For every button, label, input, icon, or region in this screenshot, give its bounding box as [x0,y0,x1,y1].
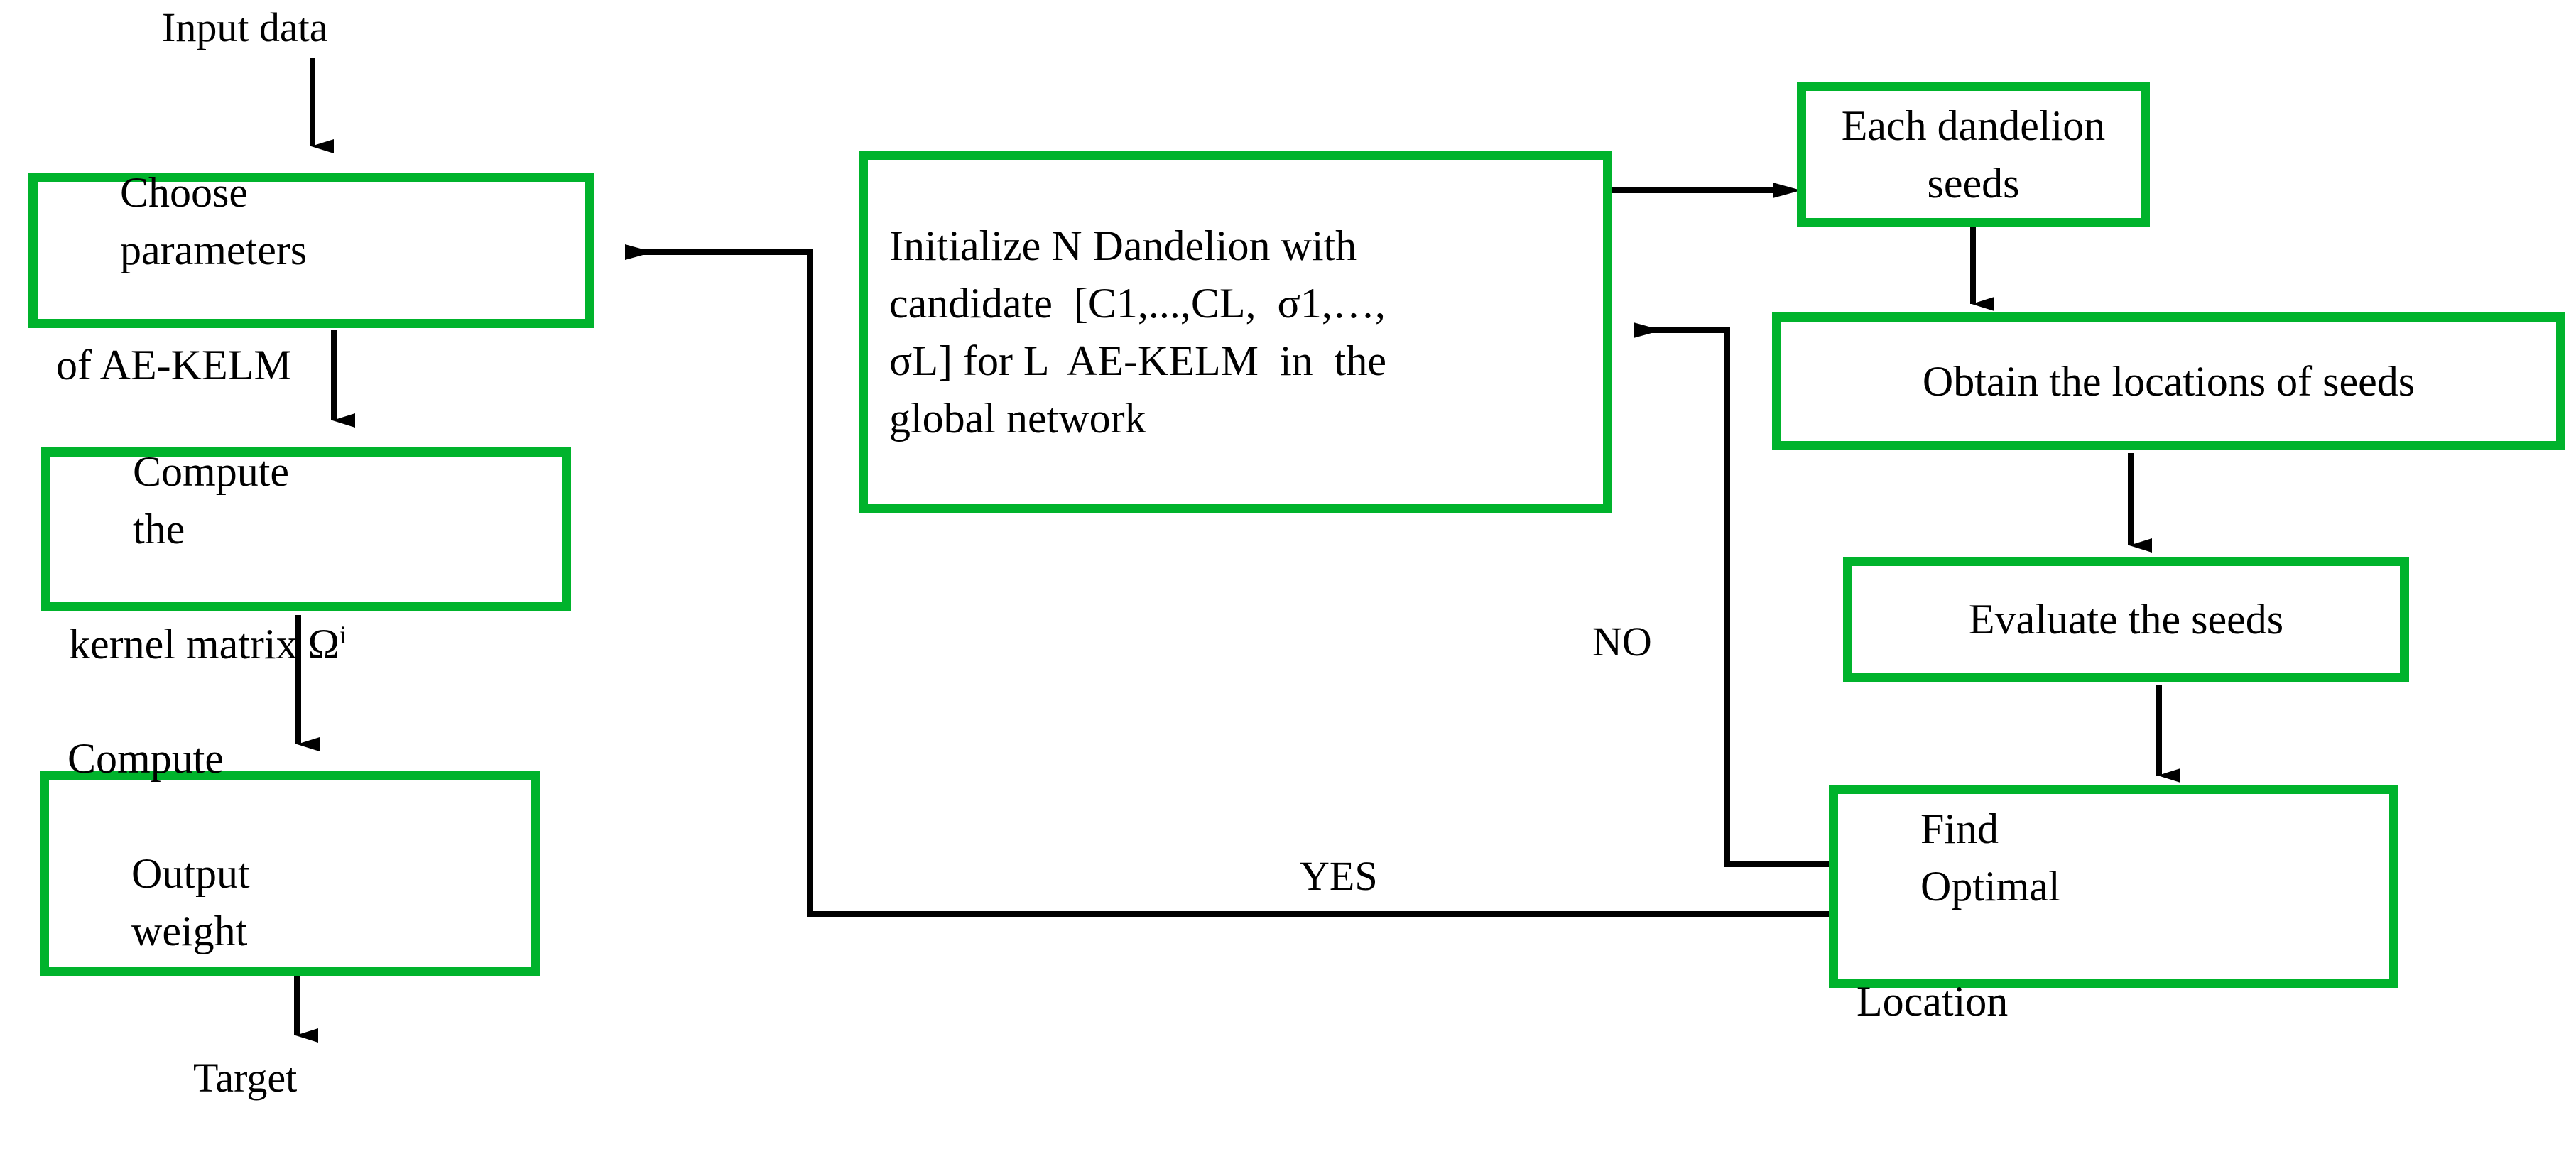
node-choose-parameters[interactable]: Choose parameters of AE-KELM [28,169,594,388]
node-choose-parameters-line2: of AE-KELM [56,342,292,388]
node-find-optimal-location-line2: Location [1857,977,2009,1025]
node-initialize-dandelion-line1: Initialize N Dandelion with [889,222,1357,269]
node-compute-kernel-matrix-line1-b: the [133,505,185,553]
node-initialize-dandelion-line4: global network [889,395,1146,442]
edge-label-yes: YES [1300,853,1378,899]
node-compute-output-weight-line2: Output weight [49,788,531,1018]
node-obtain-locations-of-seeds-label: Obtain the locations of seeds [1922,357,2415,405]
edge-label-no: NO [1592,619,1652,665]
node-compute-output-weight[interactable]: Compute Output weight [40,735,540,976]
node-compute-kernel-matrix-line1: Compute the [50,386,562,616]
node-find-optimal-location-line1-b: Optimal [1920,862,2060,910]
node-choose-parameters-line1: Choose parameters [38,107,585,337]
node-compute-output-weight-line2-a: Output [131,849,250,897]
node-compute-kernel-matrix[interactable]: Compute the kernel matrix Ωi [41,447,571,668]
node-choose-parameters-line1-b: parameters [120,227,308,273]
node-compute-output-weight-line1: Compute [67,734,224,782]
node-find-optimal-location-line1-a: Find [1920,805,1999,852]
node-compute-kernel-matrix-line2-text: kernel matrix Ω [69,620,340,668]
label-input-data: Input data [162,4,328,50]
node-compute-output-weight-line2-b: weight [131,907,248,954]
node-evaluate-the-seeds[interactable]: Evaluate the seeds [1843,557,2409,682]
node-initialize-dandelion-line3: σL] for L AE-KELM in the [889,337,1386,384]
node-initialize-dandelion-line2: candidate [C1,...,CL, σ1,…, [889,280,1386,327]
node-each-dandelion-seeds[interactable]: Each dandelion seeds [1797,82,2150,227]
node-compute-kernel-matrix-line2: kernel matrix Ωi [50,616,562,673]
label-target: Target [193,1055,298,1101]
node-choose-parameters-line1-a: Choose [120,169,248,216]
node-find-optimal-location[interactable]: Find Optimal Location [1829,785,2398,1025]
node-compute-kernel-matrix-line1-a: Compute [133,447,289,495]
node-obtain-locations-of-seeds[interactable]: Obtain the locations of seeds [1772,312,2565,450]
node-each-dandelion-seeds-label: Each dandelion seeds [1841,102,2116,207]
node-initialize-dandelion[interactable]: Initialize N Dandelion with candidate [C… [859,151,1612,513]
node-evaluate-the-seeds-label: Evaluate the seeds [1968,596,2284,643]
node-compute-kernel-matrix-superscript: i [339,620,347,649]
node-find-optimal-location-line1: Find Optimal [1838,743,2389,973]
